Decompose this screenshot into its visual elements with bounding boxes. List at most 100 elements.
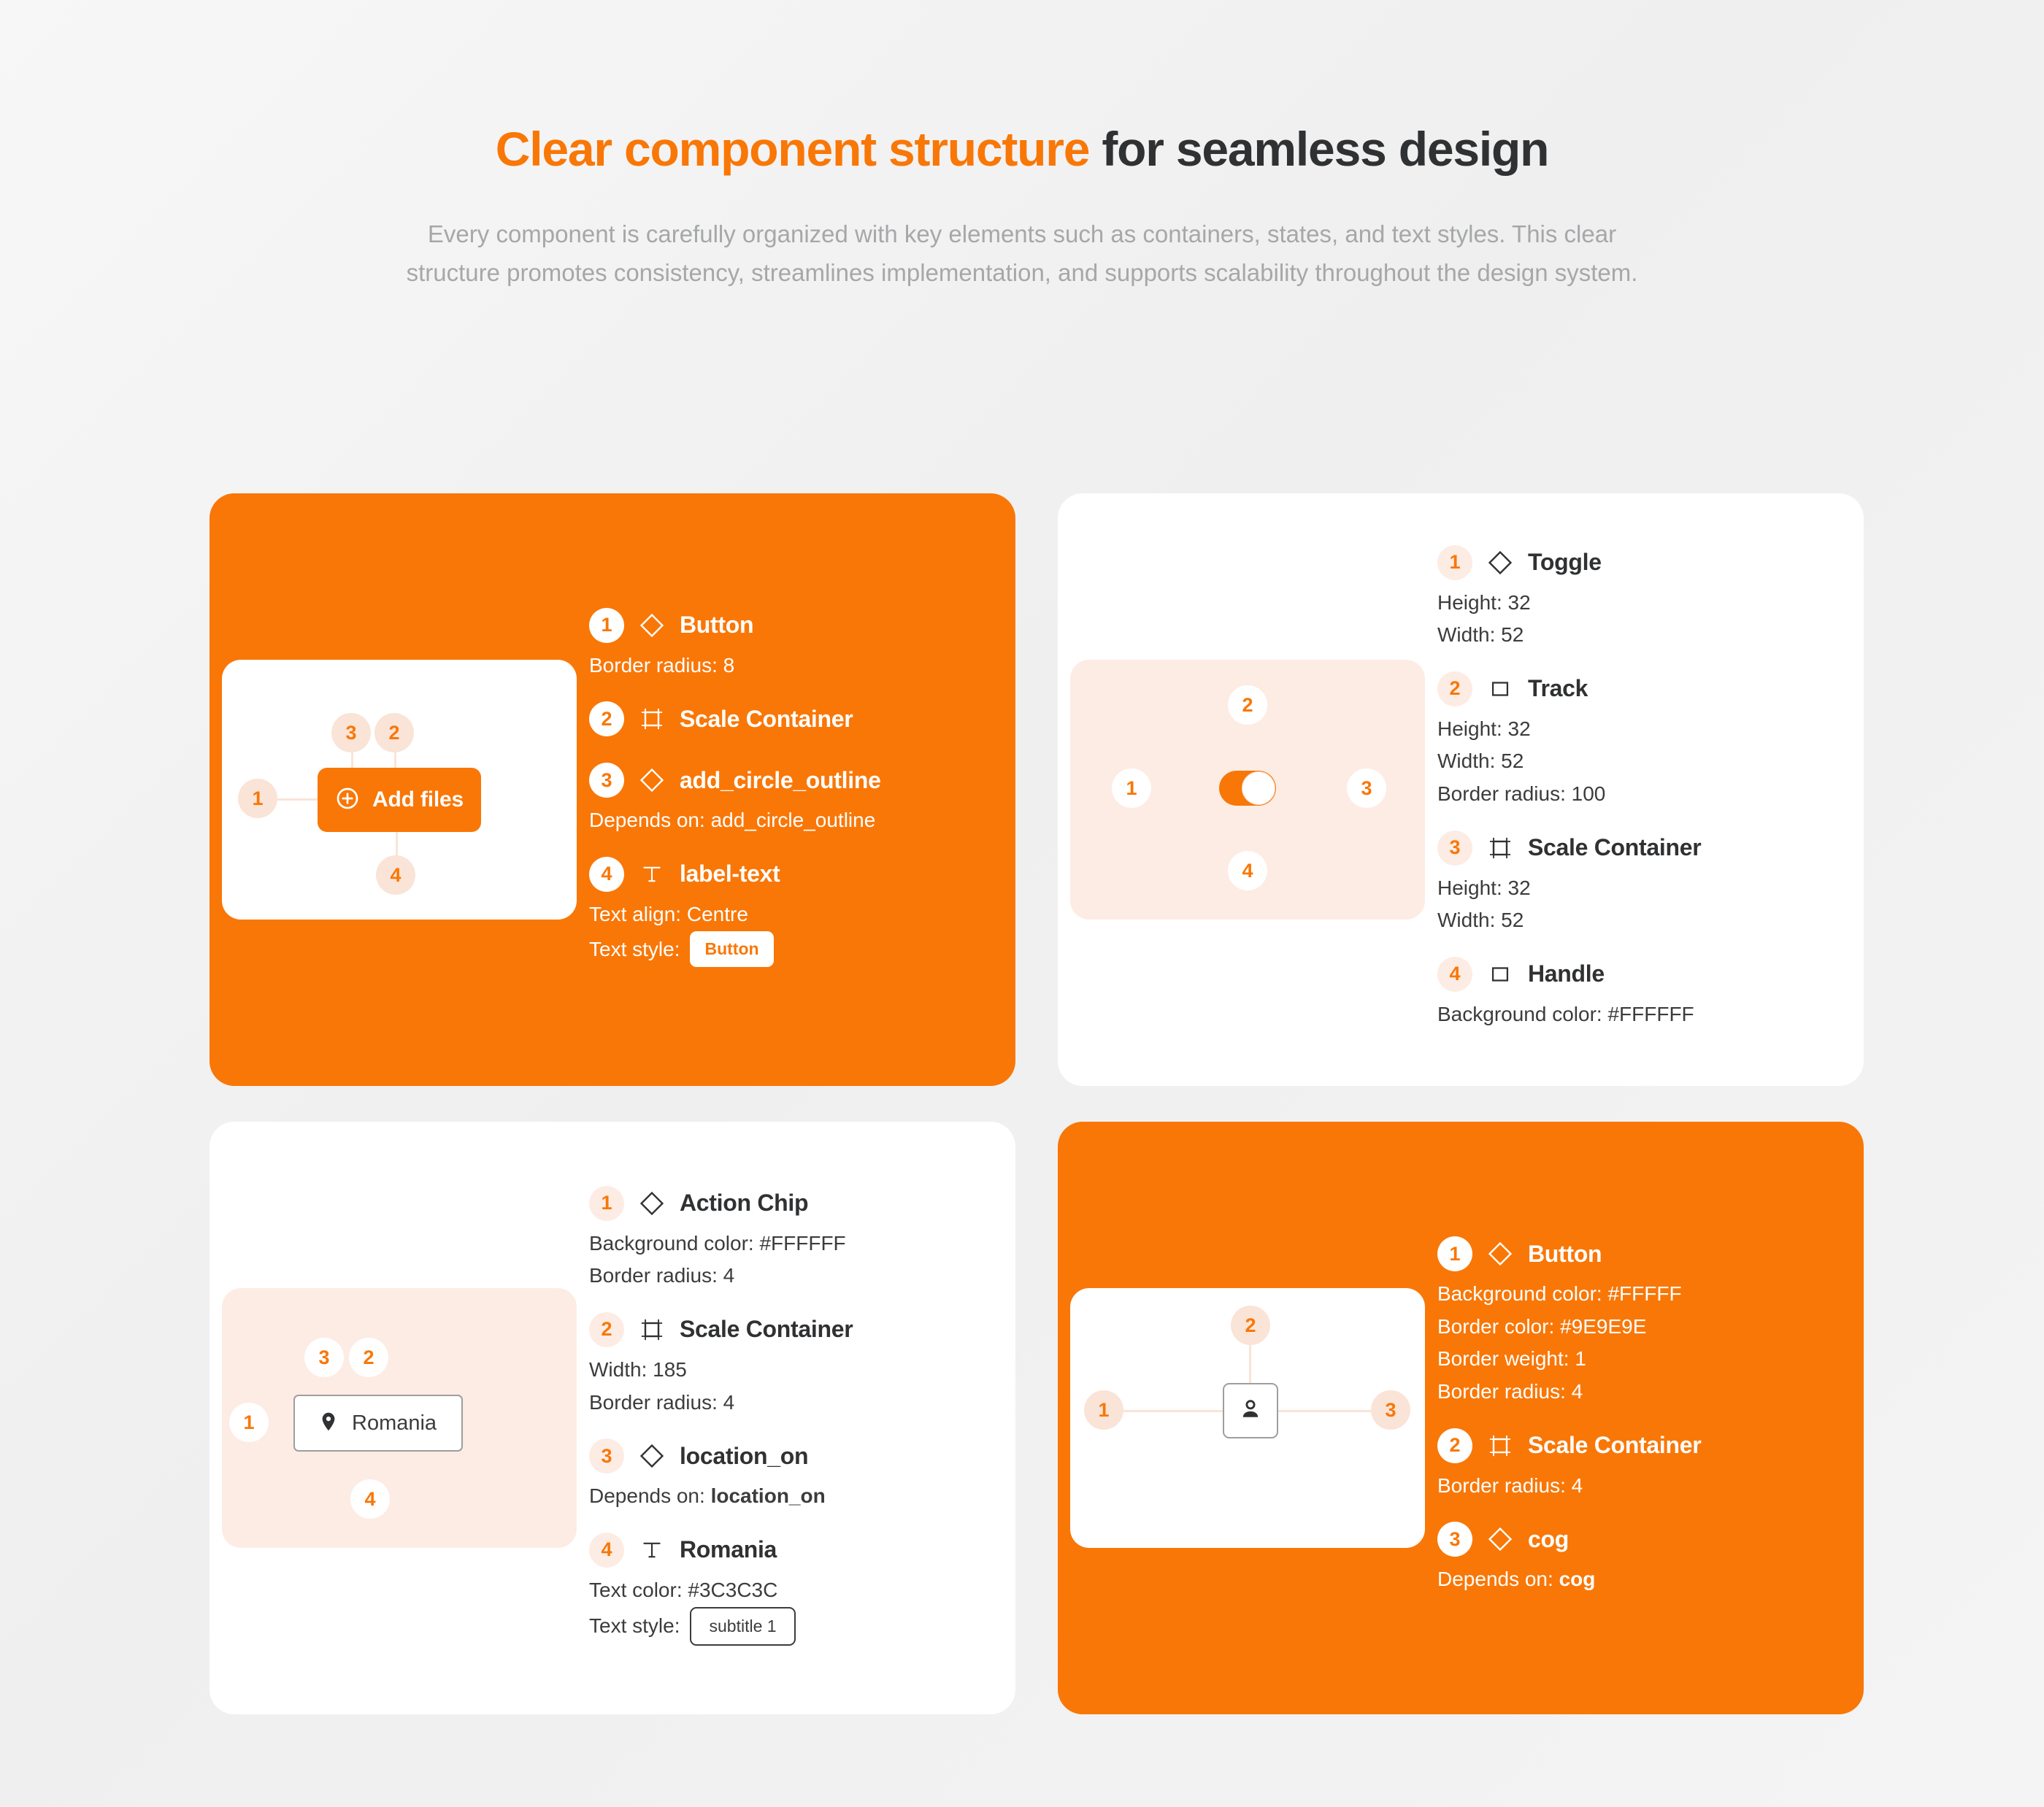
marker-3[interactable]: 3	[1347, 768, 1386, 808]
leader-line-1	[277, 798, 320, 801]
spec-prop: Border radius: 8	[589, 653, 735, 677]
leader-line-4	[1247, 797, 1249, 854]
spec-prop: Width: 52	[1437, 909, 1524, 932]
spec-prop: Border radius: 4	[1437, 1473, 1583, 1497]
preview-panel: Add files 1 3 2 4	[222, 660, 577, 920]
spec-prop: Height: 32	[1437, 590, 1531, 614]
scale-container-icon	[636, 703, 668, 735]
scale-container-icon	[1484, 832, 1516, 864]
text-style-label: Text style:	[589, 937, 680, 960]
text-style-pill[interactable]: Button	[690, 931, 774, 968]
spec-item: 2 Scale Container	[589, 701, 985, 744]
spec-prop: Height: 32	[1437, 717, 1531, 740]
preview-panel: Romania 1 3 2 4	[222, 1288, 577, 1548]
marker-1[interactable]: 1	[1112, 768, 1151, 808]
scale-container-icon	[1484, 1430, 1516, 1462]
spec-header: 1 Action Chip	[589, 1185, 985, 1221]
spec-item: 3 location_on Depends on: location_on	[589, 1438, 985, 1514]
square-icon	[1484, 673, 1516, 705]
spec-name: Button	[1528, 1240, 1602, 1267]
spec-item: 4 Handle Background color: #FFFFFF	[1437, 956, 1833, 1032]
marker-4[interactable]: 4	[350, 1479, 390, 1519]
component-diamond-icon	[636, 764, 668, 796]
spec-name: location_on	[680, 1442, 809, 1469]
marker-1[interactable]: 1	[229, 1403, 269, 1442]
text-style-icon	[636, 1534, 668, 1566]
spec-number-badge: 2	[1437, 1428, 1472, 1463]
marker-2[interactable]: 2	[1228, 685, 1267, 725]
preview-panel: 1 2 3	[1070, 1288, 1425, 1548]
location-chip[interactable]: Romania	[293, 1395, 463, 1452]
spec-item: 3 Scale Container Height: 32 Width: 52	[1437, 830, 1833, 938]
marker-2[interactable]: 2	[1231, 1306, 1270, 1345]
spec-name: Scale Container	[1528, 834, 1702, 861]
marker-1[interactable]: 1	[1084, 1390, 1123, 1430]
marker-3[interactable]: 3	[331, 713, 371, 752]
spec-name: Toggle	[1528, 549, 1602, 576]
component-cards-grid: Add files 1 3 2 4 1 Button Border radius…	[210, 493, 1864, 1714]
spec-header: 4 Handle	[1437, 956, 1833, 992]
square-icon	[1484, 958, 1516, 990]
add-circle-outline-icon	[335, 786, 360, 814]
leader-line-3	[1276, 1410, 1381, 1412]
spec-header: 2 Scale Container	[589, 1311, 985, 1347]
spec-number-badge: 3	[589, 1438, 624, 1474]
spec-number-badge: 1	[589, 607, 624, 643]
marker-2[interactable]: 2	[374, 713, 414, 752]
leader-line-3	[324, 1357, 326, 1404]
page-title-rest: for seamless design	[1089, 122, 1549, 176]
spec-header: 3 cog	[1437, 1522, 1833, 1557]
card-icon-button: 1 2 3 1 Button Background color: #FFFFF …	[1058, 1122, 1864, 1714]
marker-3[interactable]: 3	[304, 1338, 344, 1377]
marker-4[interactable]: 4	[376, 855, 415, 895]
text-style-pill[interactable]: subtitle 1	[690, 1607, 796, 1646]
spec-name: Button	[680, 612, 754, 639]
component-diamond-icon	[1484, 1238, 1516, 1270]
spec-prop: Depends on: cog	[1437, 1564, 1833, 1595]
page-title: Clear component structure for seamless d…	[0, 122, 2044, 177]
page-title-accent: Clear component structure	[495, 122, 1091, 176]
spec-item: 2 Track Height: 32 Width: 52 Border radi…	[1437, 671, 1833, 812]
spec-prop: Text align: Centre	[589, 902, 748, 925]
card-spec-list: 1 Action Chip Background color: #FFFFFF …	[589, 1122, 1015, 1714]
spec-prop-pill-row: Text style: Button	[589, 931, 985, 968]
spec-item: 3 cog Depends on: cog	[1437, 1522, 1833, 1597]
spec-name: label-text	[680, 860, 780, 887]
spec-number-badge: 3	[589, 763, 624, 798]
scale-container-icon	[636, 1314, 668, 1346]
add-files-button[interactable]: Add files	[318, 768, 481, 832]
spec-header: 3 Scale Container	[1437, 830, 1833, 866]
add-files-button-label: Add files	[372, 787, 464, 812]
spec-header: 1 Toggle	[1437, 544, 1833, 580]
leader-line-1	[1137, 787, 1226, 790]
text-style-label: Text style:	[589, 1614, 680, 1638]
spec-name: Romania	[680, 1536, 777, 1563]
marker-4[interactable]: 4	[1228, 851, 1267, 890]
spec-number-badge: 1	[589, 1185, 624, 1221]
spec-name: Scale Container	[680, 1316, 853, 1343]
spec-number-badge: 1	[1437, 1236, 1472, 1272]
marker-2[interactable]: 2	[349, 1338, 388, 1377]
marker-3[interactable]: 3	[1371, 1390, 1410, 1430]
card-button-add-files: Add files 1 3 2 4 1 Button Border radius…	[210, 493, 1015, 1086]
toggle-handle[interactable]	[1242, 771, 1275, 805]
card-action-chip: Romania 1 3 2 4 1 Action Chip Background…	[210, 1122, 1015, 1714]
spec-item: 1 Button Border radius: 8	[589, 607, 985, 683]
leader-line-1	[1120, 1410, 1225, 1412]
spec-prop: Border color: #9E9E9E	[1437, 1314, 1647, 1338]
marker-1[interactable]: 1	[238, 779, 277, 818]
leader-line-4	[370, 1431, 372, 1485]
spec-item: 1 Action Chip Background color: #FFFFFF …	[589, 1185, 985, 1293]
person-icon-button[interactable]	[1223, 1383, 1278, 1438]
spec-header: 4 label-text	[589, 856, 985, 892]
spec-name: Track	[1528, 675, 1588, 702]
spec-number-badge: 3	[1437, 1522, 1472, 1557]
spec-item: 2 Scale Container Border radius: 4	[1437, 1428, 1833, 1503]
toggle-switch[interactable]	[1219, 771, 1276, 806]
spec-item: 1 Button Background color: #FFFFF Border…	[1437, 1236, 1833, 1409]
spec-prop: Height: 32	[1437, 876, 1531, 899]
spec-header: 4 Romania	[589, 1532, 985, 1568]
spec-prop: Width: 52	[1437, 623, 1524, 647]
card-preview-area: 1 2 3	[1058, 1122, 1437, 1714]
spec-prop: Background color: #FFFFFF	[1437, 1002, 1694, 1025]
